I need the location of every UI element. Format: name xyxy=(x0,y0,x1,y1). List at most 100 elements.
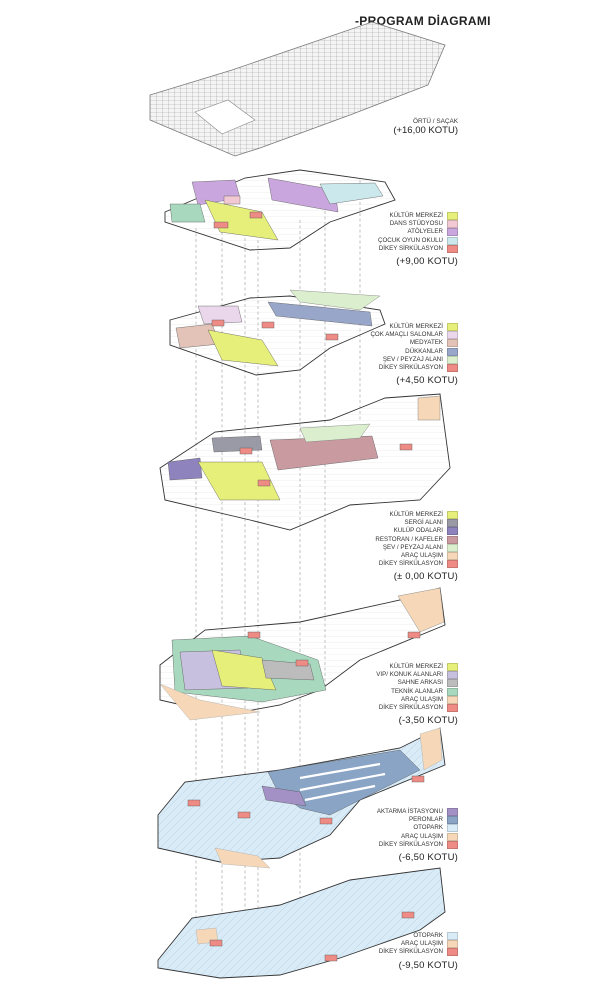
legend-item: ARAÇ ULAŞIM xyxy=(375,552,458,561)
legend-item: DÜKKANLAR xyxy=(370,347,458,356)
legend-swatch xyxy=(447,339,458,348)
legend-swatch xyxy=(447,940,458,949)
legend-swatch xyxy=(447,816,458,825)
legend-label: VIP/ KONUK ALANLARI xyxy=(376,671,443,679)
legend-swatch xyxy=(447,236,458,245)
legend-label: DANS STÜDYOSU xyxy=(389,220,443,228)
roof-plan xyxy=(149,21,446,157)
legend-item: DİKEY SİRKÜLASYON xyxy=(370,364,458,373)
legend-swatch xyxy=(447,824,458,833)
legend-item: MEDYATEK xyxy=(370,339,458,348)
legend-label: KÜLTÜR MERKEZİ xyxy=(389,511,443,519)
legend-label: SAHNE ARKASI xyxy=(397,679,443,687)
legend-swatch xyxy=(447,220,458,229)
legend-item: KÜLTÜR MERKEZİ xyxy=(375,511,458,520)
legend-swatch xyxy=(447,932,458,941)
legend-label: ARAÇ ULAŞIM xyxy=(401,552,443,560)
legend-label: SERGİ ALANI xyxy=(404,519,443,527)
legend-item: DİKEY SİRKÜLASYON xyxy=(376,704,458,713)
legend-swatch xyxy=(447,948,458,957)
legend-item: ŞEV / PEYZAJ ALANI xyxy=(375,543,458,552)
legend-label: AKTARMA İSTASYONU xyxy=(376,808,443,816)
legend-item: ÇOK AMAÇLI SALONLAR xyxy=(370,331,458,340)
legend-label: TEKNİK ALANLAR xyxy=(391,687,443,695)
legend-label: DİKEY SİRKÜLASYON xyxy=(378,840,443,848)
legend-item: KÜLTÜR MERKEZİ xyxy=(370,323,458,332)
legend-item: ATÖLYELER xyxy=(378,228,458,237)
legend-swatch xyxy=(447,527,458,536)
roof-name: ÖRTÜ / SAÇAK xyxy=(413,118,458,125)
floor-plan-ground xyxy=(159,393,451,531)
legend-swatch xyxy=(447,364,458,373)
legend-swatch xyxy=(447,543,458,552)
legend-swatch xyxy=(447,244,458,253)
legend-swatch xyxy=(447,519,458,528)
legend-label: ARAÇ ULAŞIM xyxy=(401,940,443,948)
legend-item: SERGİ ALANI xyxy=(375,519,458,528)
legend-swatch xyxy=(447,704,458,713)
legend-swatch xyxy=(447,663,458,672)
legend-item: TEKNİK ALANLAR xyxy=(376,687,458,696)
floor-level: (+9,00 KOTU) xyxy=(396,255,458,267)
legend-item: SAHNE ARKASI xyxy=(376,679,458,688)
legend-label: ŞEV / PEYZAJ ALANI xyxy=(382,355,443,363)
legend-item: ARAÇ ULAŞIM xyxy=(379,940,458,949)
legend-item: ŞEV / PEYZAJ ALANI xyxy=(370,355,458,364)
roof-label: ÖRTÜ / SAÇAK (+16,00 KOTU) xyxy=(393,118,458,136)
floor-level: (+4,50 KOTU) xyxy=(396,375,458,387)
floor-plan-minus-9-50 xyxy=(157,867,446,979)
legend-item: DİKEY SİRKÜLASYON xyxy=(375,560,458,569)
legend-item: DİKEY SİRKÜLASYON xyxy=(377,840,458,849)
legend-swatch xyxy=(447,552,458,561)
legend-label: DİKEY SİRKÜLASYON xyxy=(378,704,443,712)
floor-plan-plus-4-50 xyxy=(169,289,386,376)
legend-swatch xyxy=(447,808,458,817)
legend-label: PERONLAR xyxy=(408,816,443,824)
roof-level: (+16,00 KOTU) xyxy=(393,125,458,136)
legend-label: ARAÇ ULAŞIM xyxy=(401,832,443,840)
floor-plan-minus-6-50 xyxy=(157,727,446,869)
floor-level: (-6,50 KOTU) xyxy=(398,851,458,863)
legend-item: RESTORAN / KAFELER xyxy=(375,535,458,544)
legend-label: OTOPARK xyxy=(413,932,443,940)
floor-plan-minus-3-50 xyxy=(159,587,446,721)
legend-swatch xyxy=(447,347,458,356)
legend-label: KULÜP ODALARI xyxy=(393,527,443,535)
floor-level: (-9,50 KOTU) xyxy=(398,959,458,971)
legend-label: DİKEY SİRKÜLASYON xyxy=(378,244,443,252)
legend-swatch xyxy=(447,687,458,696)
legend-item: ÇOCUK OYUN OKULU xyxy=(378,236,458,245)
legend-swatch xyxy=(447,212,458,221)
diagram-title: -PROGRAM DİAGRAMI xyxy=(355,14,491,28)
legend-label: KÜLTÜR MERKEZİ xyxy=(389,323,443,331)
legend-label: OTOPARK xyxy=(413,824,443,832)
floor-plan-plus-9 xyxy=(164,169,396,251)
legend-label: KÜLTÜR MERKEZİ xyxy=(389,212,443,220)
legend-swatch xyxy=(447,323,458,332)
legend-item: DANS STÜDYOSU xyxy=(378,220,458,229)
legend-item: KÜLTÜR MERKEZİ xyxy=(376,663,458,672)
legend-item: KULÜP ODALARI xyxy=(375,527,458,536)
legend-label: RESTORAN / KAFELER xyxy=(375,535,443,543)
legend-label: MEDYATEK xyxy=(409,339,443,347)
legend-label: ÇOCUK OYUN OKULU xyxy=(378,236,443,244)
legend-item: OTOPARK xyxy=(379,932,458,941)
legend-swatch xyxy=(447,228,458,237)
legend-swatch xyxy=(447,832,458,841)
legend-swatch xyxy=(447,535,458,544)
legend-item: DİKEY SİRKÜLASYON xyxy=(378,244,458,253)
legend-item: ARAÇ ULAŞIM xyxy=(376,695,458,704)
legend-label: DÜKKANLAR xyxy=(405,347,443,355)
legend-item: AKTARMA İSTASYONU xyxy=(376,808,458,817)
legend-label: DİKEY SİRKÜLASYON xyxy=(378,560,443,568)
legend-swatch xyxy=(447,560,458,569)
floor-level: (± 0,00 KOTU) xyxy=(393,571,458,583)
legend-item: OTOPARK xyxy=(377,824,458,833)
legend-item: DİKEY SİRKÜLASYON xyxy=(379,948,458,957)
legend-item: ARAÇ ULAŞIM xyxy=(377,832,458,841)
